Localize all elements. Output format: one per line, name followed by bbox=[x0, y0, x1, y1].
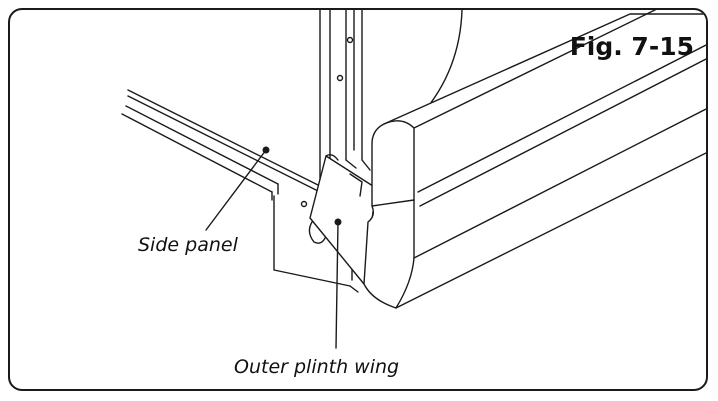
side-panel-edge bbox=[121, 89, 341, 203]
figure-frame: Fig. 7-15 Side panel Outer plinth wing bbox=[8, 8, 708, 391]
plinth-wing-leader bbox=[335, 221, 339, 349]
side-panel-label: Side panel bbox=[138, 234, 238, 256]
side-panel-leader bbox=[205, 149, 267, 231]
outer-plinth-wing-label: Outer plinth wing bbox=[234, 356, 400, 378]
cabinet-frame bbox=[319, 10, 371, 181]
leader-lines bbox=[205, 146, 342, 349]
technical-drawing bbox=[121, 10, 706, 349]
plinth-bar bbox=[363, 10, 706, 309]
figure-number: Fig. 7-15 bbox=[569, 32, 694, 61]
